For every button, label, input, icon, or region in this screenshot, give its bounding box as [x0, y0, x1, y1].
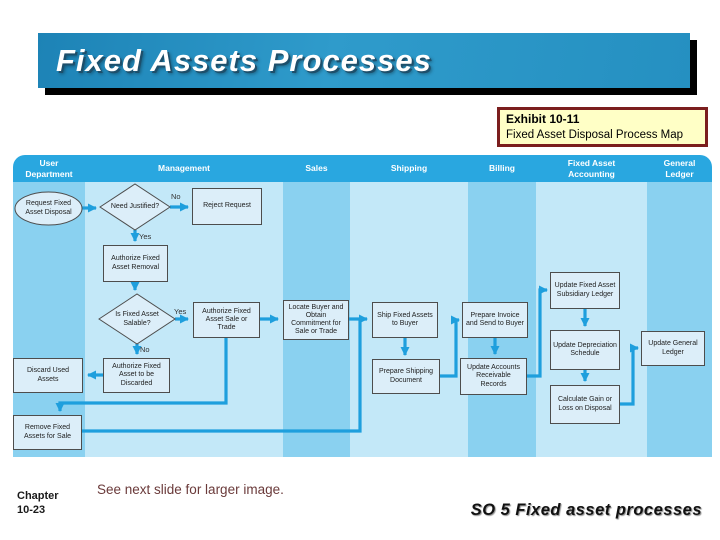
- branch-label-no-justified: No: [171, 192, 181, 201]
- node-remove-assets: Remove Fixed Assets for Sale: [13, 415, 82, 450]
- lane-header-user-department: User Department: [25, 158, 73, 179]
- node-authorize-sale: Authorize Fixed Asset Sale or Trade: [193, 302, 260, 338]
- chapter-number: 10-23: [17, 504, 46, 517]
- lane-header-general-ledger: General Ledger: [663, 158, 696, 179]
- node-authorize-discard: Authorize Fixed Asset to be Discarded: [103, 358, 170, 393]
- chapter-label: Chapter 10-23: [17, 489, 59, 518]
- node-need-justified: Need Justified?: [110, 203, 160, 211]
- flow-connectors: [14, 183, 639, 433]
- lane-user-department: [13, 182, 85, 457]
- node-update-ar: Update Accounts Receivable Records: [460, 358, 527, 395]
- node-locate-buyer: Locate Buyer and Obtain Commitment for S…: [283, 300, 349, 340]
- lane-header-management: Management: [158, 163, 210, 174]
- decision-shape-need-justified: [99, 183, 171, 231]
- lane-general-ledger: [647, 182, 712, 457]
- lane-header-fixed-asset-accounting: Fixed Asset Accounting: [567, 158, 616, 179]
- node-ship-assets: Ship Fixed Assets to Buyer: [372, 302, 438, 338]
- title-bar: Fixed Assets Processes: [38, 33, 690, 88]
- exhibit-label: Exhibit 10-11: [506, 112, 580, 126]
- study-objective-label: SO 5 Fixed asset processes: [470, 501, 702, 519]
- node-update-subsidiary: Update Fixed Asset Subsidiary Ledger: [550, 272, 620, 309]
- chapter-word: Chapter: [17, 490, 59, 502]
- lane-header-billing: Billing: [489, 163, 515, 174]
- node-update-general-ledger: Update General Ledger: [641, 331, 705, 366]
- node-reject-request: Reject Request: [192, 188, 262, 225]
- process-map: User Department Management Sales Shippin…: [13, 155, 712, 457]
- node-update-depreciation: Update Depreciation Schedule: [550, 330, 620, 370]
- node-authorize-removal: Authorize Fixed Asset Removal: [103, 245, 168, 282]
- slide-title: Fixed Assets Processes: [56, 42, 432, 78]
- lane-header-shipping: Shipping: [390, 163, 428, 174]
- exhibit-callout: Exhibit 10-11 Fixed Asset Disposal Proce…: [497, 107, 708, 147]
- node-calculate-gain: Calculate Gain or Loss on Disposal: [550, 385, 620, 424]
- decision-shape-is-salable: [98, 293, 176, 345]
- node-discard-assets: Discard Used Assets: [13, 358, 83, 393]
- branch-label-yes-salable: Yes: [174, 307, 187, 316]
- node-request-disposal: Request Fixed Asset Disposal: [25, 200, 72, 216]
- node-prepare-shipping: Prepare Shipping Document: [372, 359, 440, 394]
- branch-label-yes-justified: Yes: [139, 232, 152, 241]
- exhibit-caption: Fixed Asset Disposal Process Map: [506, 128, 684, 141]
- branch-label-no-salable: No: [140, 345, 150, 354]
- see-next-slide-note: See next slide for larger image.: [97, 482, 284, 497]
- node-prepare-invoice: Prepare Invoice and Send to Buyer: [462, 302, 528, 338]
- swimlane-header-bar: [13, 155, 712, 182]
- lane-header-sales: Sales: [305, 163, 328, 174]
- node-is-salable: Is Fixed Asset Salable?: [115, 311, 159, 327]
- terminator-shape: [14, 191, 83, 226]
